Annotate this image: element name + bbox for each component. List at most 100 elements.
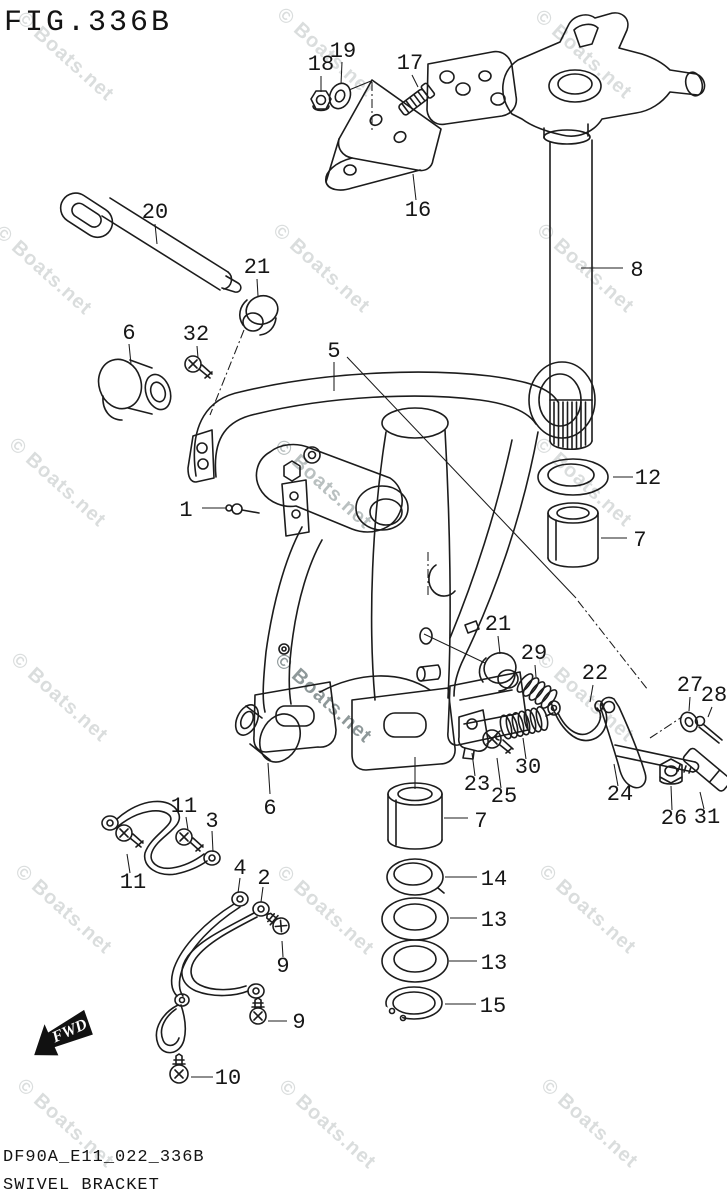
part-label-9: 9 <box>292 1010 305 1035</box>
bracket-16 <box>325 79 442 191</box>
footer-drawing-code: DF90A_E11_022_336B <box>3 1148 205 1167</box>
watermark-text: © Boats.net <box>269 219 375 317</box>
part-label-32: 32 <box>183 322 209 347</box>
part-label-11: 11 <box>120 870 146 895</box>
part-labels-layer: 1234566778991011111213131415161718192021… <box>120 39 727 1091</box>
washer-14 <box>386 858 445 896</box>
bushing-7-upper <box>547 502 599 568</box>
wire-loop-eyelet <box>155 993 190 1054</box>
part-label-11: 11 <box>171 794 197 819</box>
rod-31 <box>682 747 727 792</box>
part-label-30: 30 <box>515 755 541 780</box>
watermark-layer: © Boats.net © Boats.net © Boats.net © Boats… <box>0 3 642 1173</box>
part-label-16: 16 <box>405 198 431 223</box>
footer-part-name: SWIVEL BRACKET <box>3 1176 160 1195</box>
washer-19 <box>328 82 352 110</box>
washer-12 <box>537 458 609 496</box>
screw-32 <box>184 355 213 379</box>
leader-line-22 <box>589 684 594 703</box>
part-label-28: 28 <box>701 683 727 708</box>
circlip-15 <box>381 986 443 1023</box>
washer-27 <box>679 711 699 733</box>
part-label-21: 21 <box>485 612 511 637</box>
lever-24 <box>599 696 700 789</box>
screw-25 <box>482 729 514 754</box>
part-label-7: 7 <box>474 809 487 834</box>
leader-line-6 <box>128 343 132 365</box>
bushing-6-lower <box>234 704 302 763</box>
rod-20 <box>59 192 242 293</box>
leader-line-30 <box>522 737 527 760</box>
screw-9-a <box>266 912 290 935</box>
leader-line-4 <box>237 877 241 894</box>
part-label-5: 5 <box>327 339 340 364</box>
leader-line-23 <box>471 752 476 777</box>
alignment-lines <box>209 80 683 789</box>
leader-line-16 <box>412 173 417 201</box>
leader-line-3 <box>211 830 214 853</box>
watermark-text: © Boats.net <box>531 5 637 103</box>
part-label-25: 25 <box>491 784 517 809</box>
part-label-27: 27 <box>677 673 703 698</box>
watermark-text: © Boats.net <box>537 1074 643 1172</box>
cotter-pin-28 <box>694 715 723 744</box>
watermark-text: © Boats.net <box>273 861 379 959</box>
part-label-29: 29 <box>521 641 547 666</box>
watermark-text: © Boats.net <box>0 221 96 319</box>
leader-line-31 <box>699 791 705 810</box>
part-label-10: 10 <box>215 1066 241 1091</box>
bushing-6-upper <box>97 358 172 421</box>
part-label-17: 17 <box>397 51 423 76</box>
leader-line-29 <box>534 664 537 678</box>
part-label-20: 20 <box>142 200 168 225</box>
swivel-bracket-5 <box>187 361 596 771</box>
washer-13-b <box>381 939 449 983</box>
leader-line-6 <box>267 762 271 795</box>
screw-9-b <box>249 997 267 1025</box>
leader-line-17 <box>411 74 419 88</box>
spring-29 <box>516 673 558 709</box>
steering-head <box>426 12 706 145</box>
fwd-arrow: FWD <box>34 1009 93 1056</box>
part-label-22: 22 <box>582 661 608 686</box>
leader-line-26 <box>670 785 673 811</box>
part-label-31: 31 <box>694 805 720 830</box>
part-label-13: 13 <box>481 951 507 976</box>
nut-18 <box>310 90 332 112</box>
leader-line-11 <box>126 853 131 874</box>
spring-30 <box>494 705 554 741</box>
leader-line-21 <box>256 278 259 297</box>
part-label-15: 15 <box>480 994 506 1019</box>
part-label-19: 19 <box>330 39 356 64</box>
diagram-line-art <box>59 12 727 1084</box>
part-label-18: 18 <box>308 52 334 77</box>
leader-line-27 <box>688 696 691 712</box>
part-label-8: 8 <box>630 258 643 283</box>
part-label-14: 14 <box>481 867 507 892</box>
part-label-13: 13 <box>481 908 507 933</box>
leader-line-25 <box>496 757 502 789</box>
nut-26 <box>659 758 683 785</box>
leader-line-28 <box>707 706 713 718</box>
watermark-text: © Boats.net <box>275 1075 381 1173</box>
leader-line-21 <box>497 635 501 655</box>
bushing-7-lower <box>387 782 443 850</box>
figure-title: FIG.336B <box>4 6 173 40</box>
bushing-21-upper <box>238 294 279 336</box>
part-label-26: 26 <box>661 806 687 831</box>
part-label-23: 23 <box>464 772 490 797</box>
part-label-4: 4 <box>233 856 246 881</box>
swivel-shaft-8 <box>549 139 593 451</box>
screw-11-a <box>115 824 144 848</box>
bolt-17 <box>398 82 436 116</box>
bushing-21-lower <box>478 652 519 692</box>
leader-line-32 <box>196 345 199 359</box>
part-label-3: 3 <box>205 809 218 834</box>
leader-line-20 <box>154 223 158 245</box>
watermark-text: © Boats.net <box>11 860 117 958</box>
part-label-1: 1 <box>179 498 192 523</box>
part-label-24: 24 <box>607 782 633 807</box>
watermark-text: © Boats.net <box>5 433 111 531</box>
watermark-text: © Boats.net <box>271 435 377 533</box>
